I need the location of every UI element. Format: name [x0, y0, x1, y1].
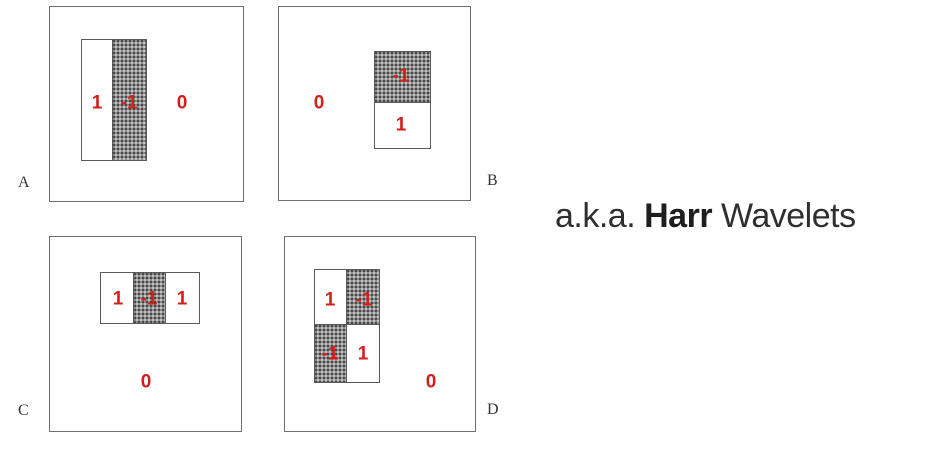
panel-a-positive-value: 1: [91, 92, 103, 114]
panel-d-label: D: [487, 401, 499, 418]
caption-bold-term: Harr: [644, 197, 713, 235]
panel-b-negative-value: -1: [392, 65, 410, 87]
panel-d-top-right-negative-region: [346, 269, 380, 326]
panel-d: [284, 236, 476, 432]
panel-a-background-value: 0: [176, 92, 188, 114]
panel-b-positive-value: 1: [395, 114, 407, 136]
caption: a.k.a. Harr Wavelets: [555, 197, 856, 236]
panel-c-negative-region: [133, 272, 167, 324]
panel-d-bottom-right-value: 1: [357, 343, 369, 365]
panel-a-negative-region: [112, 39, 147, 161]
caption-suffix: Wavelets: [721, 197, 856, 235]
panel-b-negative-region: [374, 51, 431, 104]
panel-c-right-positive-value: 1: [176, 288, 188, 310]
panel-d-bottom-left-negative-region: [314, 324, 348, 383]
panel-a-negative-value: -1: [120, 92, 138, 114]
panel-c-label: C: [18, 402, 29, 419]
panel-c: [49, 236, 242, 432]
panel-d-background-value: 0: [425, 371, 437, 393]
caption-prefix: a.k.a.: [555, 197, 636, 235]
panel-c-left-positive-value: 1: [112, 288, 124, 310]
panel-b-positive-region: [374, 102, 431, 149]
panel-c-negative-value: -1: [140, 288, 158, 310]
panel-c-right-positive-region: [165, 272, 200, 324]
panel-b-background-value: 0: [313, 92, 325, 114]
panel-d-bottom-left-value: -1: [321, 343, 339, 365]
panel-d-top-left-positive-region: [314, 269, 348, 326]
panel-d-top-right-value: -1: [355, 289, 373, 311]
panel-c-background-value: 0: [140, 371, 152, 393]
panel-a-label: A: [18, 174, 30, 191]
panel-d-bottom-right-positive-region: [346, 324, 380, 383]
panel-b-label: B: [487, 172, 498, 189]
panel-d-top-left-value: 1: [324, 289, 336, 311]
panel-a-positive-region: [81, 39, 114, 161]
